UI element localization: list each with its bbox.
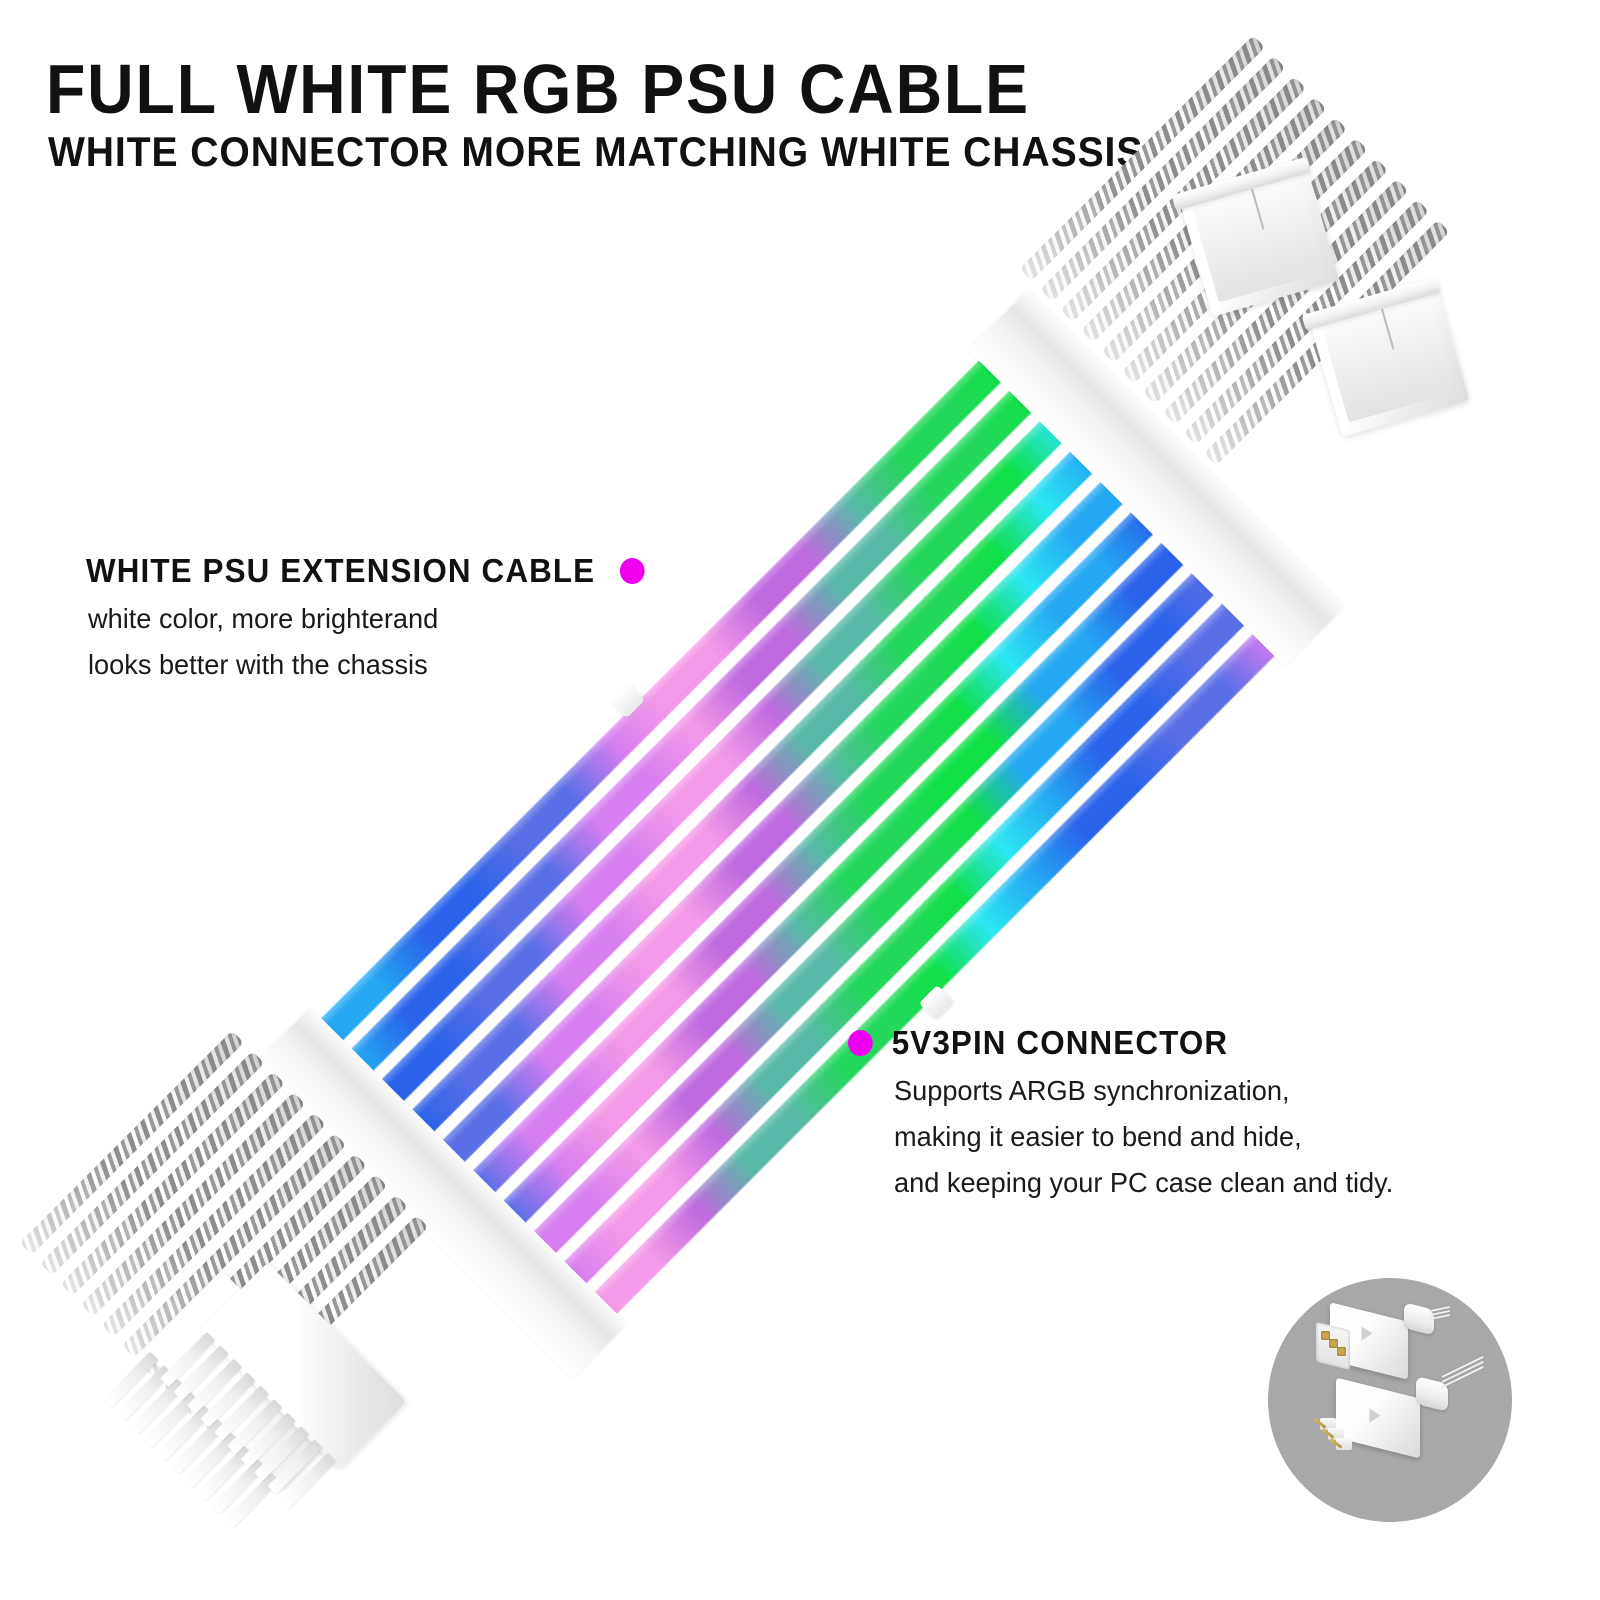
argb-connector-inset — [1268, 1278, 1512, 1522]
callout-left-heading-text: WHITE PSU EXTENSION CABLE — [86, 552, 596, 589]
callout-right-line-3: and keeping your PC case clean and tidy. — [894, 1167, 1394, 1198]
argb-socket-hole — [1337, 1347, 1346, 1356]
argb-polarity-triangle-icon — [1361, 1326, 1373, 1341]
rgb-strip — [301, 336, 1087, 1122]
psu-extension-cable-graphic — [255, 290, 1345, 1380]
callout-right-line-1: Supports ARGB synchronization, — [894, 1075, 1290, 1106]
argb-polarity-triangle-icon — [1369, 1408, 1381, 1423]
argb-socket-hole — [1321, 1331, 1330, 1340]
callout-right-heading-text: 5V3PIN CONNECTOR — [891, 1024, 1229, 1061]
callout-right-line-2: making it easier to bend and hide, — [894, 1121, 1302, 1152]
callout-left-heading: WHITE PSU EXTENSION CABLE — [86, 552, 645, 590]
page-title: FULL WHITE RGB PSU CABLE — [46, 50, 1030, 128]
page-subtitle: WHITE CONNECTOR MORE MATCHING WHITE CHAS… — [48, 128, 1144, 175]
argb-socket-hole — [1329, 1339, 1338, 1348]
argb-male-connector — [1312, 1355, 1484, 1474]
rgb-light-strips — [266, 301, 1330, 1365]
callout-left-line-1: white color, more brighterand — [88, 603, 439, 634]
callout-left-line-2: looks better with the chassis — [88, 649, 428, 680]
bullet-dot-icon — [619, 558, 645, 584]
callout-5v3pin-connector: 5V3PIN CONNECTOR Supports ARGB synchroni… — [848, 1024, 1409, 1200]
bullet-dot-icon — [848, 1030, 873, 1056]
argb-female-connector — [1316, 1302, 1450, 1384]
callout-white-psu-extension-cable: WHITE PSU EXTENSION CABLE white color, m… — [86, 552, 674, 682]
callout-right-heading: 5V3PIN CONNECTOR — [848, 1024, 1381, 1062]
